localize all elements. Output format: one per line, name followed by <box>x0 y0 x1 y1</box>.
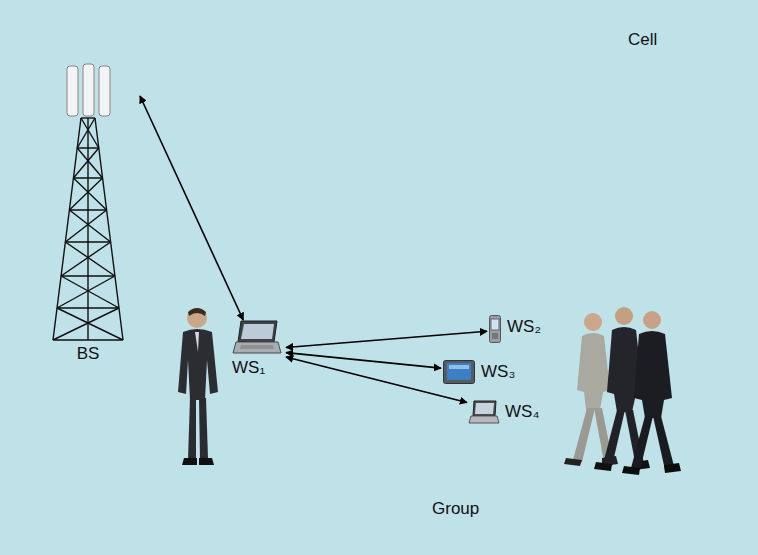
link-arrow <box>286 353 441 368</box>
node-label: BS <box>77 344 100 364</box>
base-station: BS <box>40 62 140 364</box>
node-label: WS₃ <box>481 362 515 382</box>
walking-men <box>564 307 681 475</box>
group-region: Group WS₁ WS₂ WS₃ WS₄ <box>110 255 750 545</box>
node-label: WS₂ <box>507 317 541 337</box>
node-label: WS₄ <box>505 402 539 422</box>
wireless-station: WS₂ <box>487 313 545 345</box>
link-arrow <box>286 357 467 402</box>
tablet-icon <box>443 360 475 384</box>
phone-icon <box>489 315 501 343</box>
link-arrow <box>140 96 243 320</box>
wireless-station: WS₄ <box>467 398 543 426</box>
node-label: WS₁ <box>232 358 265 378</box>
link-arrow <box>286 331 487 347</box>
wireless-station: WS₃ <box>441 358 519 386</box>
laptop-icon <box>233 320 281 354</box>
wireless-station: WS₁ <box>228 320 286 380</box>
laptop-icon <box>469 400 499 424</box>
node-label: Cell <box>628 30 657 50</box>
standing-man <box>178 308 218 465</box>
node-label: Group <box>432 499 479 519</box>
tower-symbol <box>40 62 140 344</box>
group-outline <box>110 255 750 545</box>
